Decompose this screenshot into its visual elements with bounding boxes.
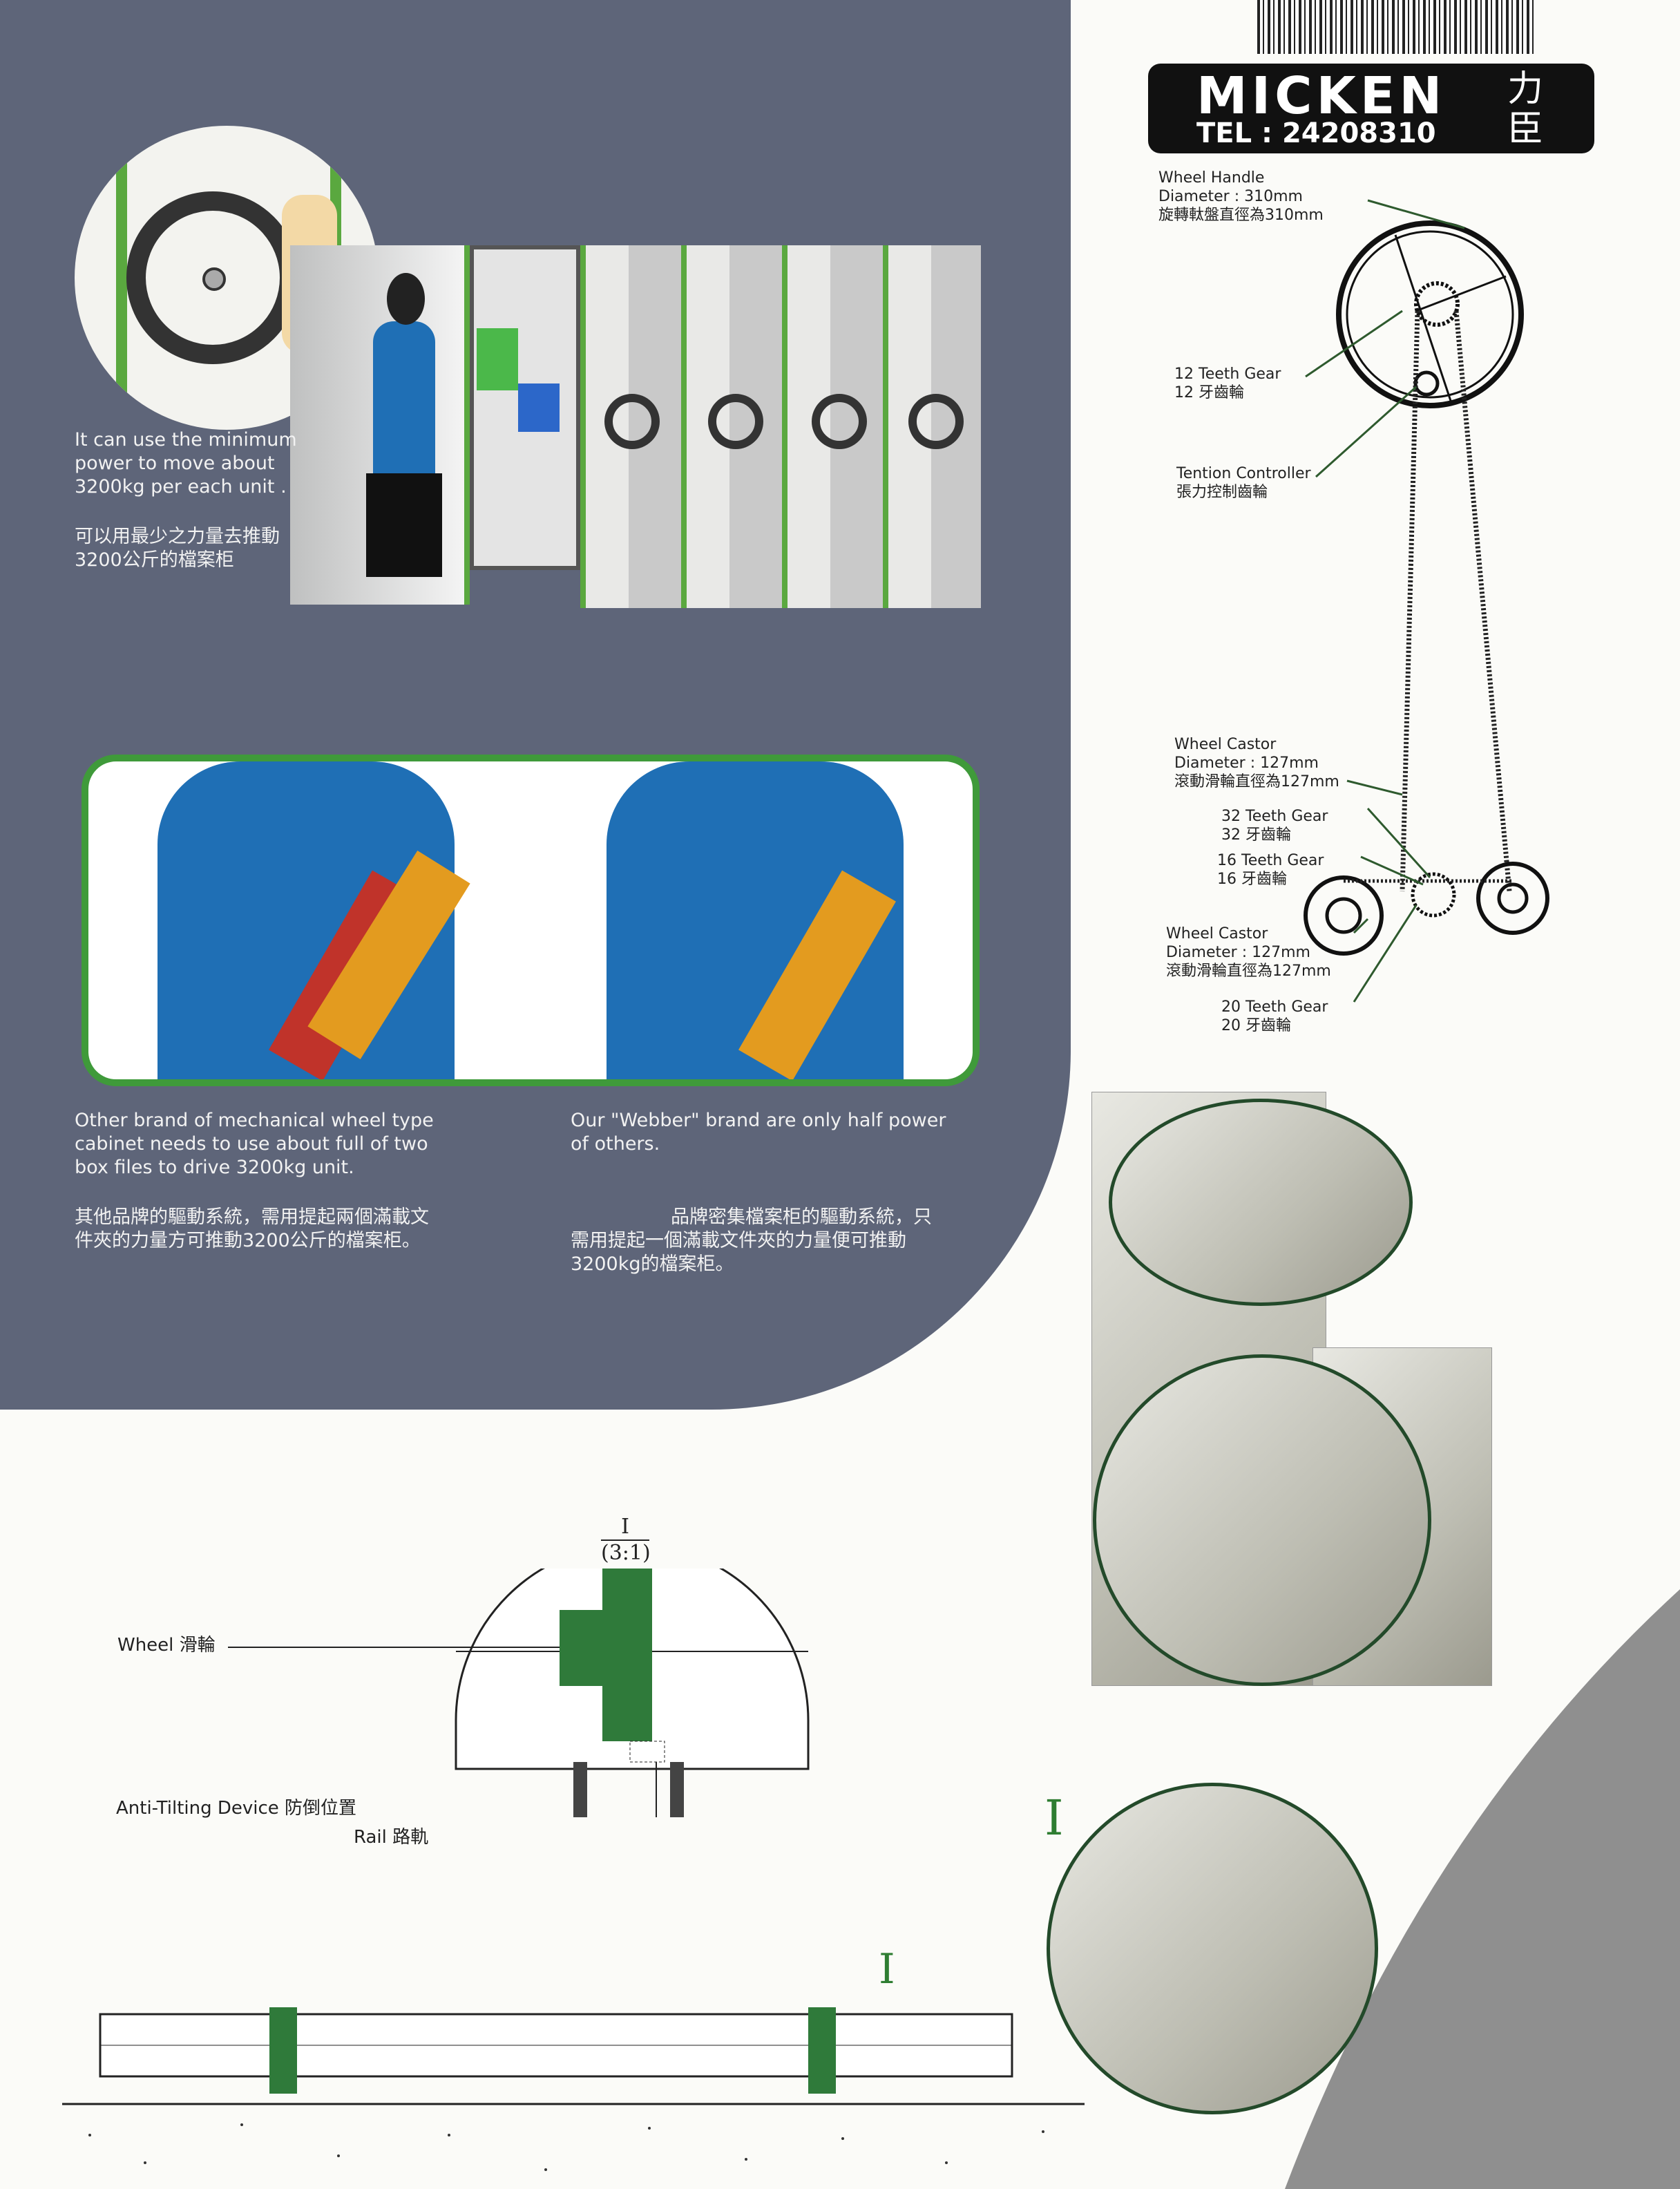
text-line: 16 牙齒輪 [1217,871,1287,888]
section-scale: (3:1) [601,1541,651,1565]
other-brand-text-zh: 其他品牌的驅動系統，需用提起兩個滿載文 件夾的力量方可推動3200公斤的檔案柜。 [75,1206,429,1253]
brand-chinese: 力臣 [1507,68,1544,150]
text-line: Wheel Handle [1158,169,1265,187]
text-line: Wheel Castor [1174,736,1277,753]
text-line: 12 Teeth Gear [1174,366,1281,383]
webber-text-en: Our "Webber" brand are only half power o… [571,1109,946,1156]
wheel-section-drawing [455,1569,810,1817]
text-line: of others. [571,1133,660,1155]
text-line: Other brand of mechanical wheel type [75,1110,434,1131]
woman-figure [373,321,435,494]
leader-line [228,1647,560,1648]
text-line: 32 Teeth Gear [1221,808,1328,825]
castor-closeup-circle [1093,1354,1431,1686]
cabinet-illustration [290,245,981,608]
section-mark: I (3:1) [601,1515,651,1566]
text-line: power to move about [75,453,275,474]
text-line: 20 牙齒輪 [1221,1017,1291,1034]
text-line: 需用提起一個滿載文件夾的力量便可推動 [571,1230,906,1251]
section-mark-letter: I [601,1515,649,1541]
text-line: 3200kg per each unit . [75,476,287,498]
text-line: Diameter : 310mm [1158,188,1303,205]
text-line: Wheel Castor [1166,925,1268,942]
text-line: 件夾的力量方可推動3200公斤的檔案柜。 [75,1230,421,1251]
label-wheel: Wheel 滑輪 [117,1635,216,1656]
label-16-teeth-gear: 16 Teeth Gear 16 牙齒輪 [1217,851,1324,889]
text-line: It can use the minimum [75,429,297,451]
detail-mark: I [1044,1790,1064,1846]
label-tension-controller: Tention Controller 張力控制齒輪 [1176,464,1311,502]
text-line: 32 牙齒輪 [1221,826,1291,844]
gray-curve-decoration [1285,1589,1680,2189]
brand-name: MICKEN [1196,66,1447,126]
comparison-illustration [82,755,980,1086]
text-line: 12 牙齒輪 [1174,384,1244,401]
text-line: 16 Teeth Gear [1217,852,1324,869]
label-rail: Rail 路軌 [354,1827,429,1848]
text-line: 旋轉軚盤直徑為310mm [1158,207,1324,224]
other-brand-text-en: Other brand of mechanical wheel type cab… [75,1109,434,1179]
brand-tel: TEL : 24208310 [1196,117,1436,149]
barcode [1257,0,1534,54]
text-line: 可以用最少之力量去推動 [75,526,280,547]
text-line: 品牌密集檔案柜的驅動系統，只 [671,1206,932,1228]
text-line: Diameter : 127mm [1166,944,1310,961]
text-line: 20 Teeth Gear [1221,998,1328,1016]
text-line: Our "Webber" brand are only half power [571,1110,946,1131]
text-line: box files to drive 3200kg unit. [75,1157,354,1178]
text-line: cabinet needs to use about full of two [75,1133,428,1155]
rail-detail-mark: I [879,1945,895,1993]
label-anti-tilting: Anti-Tilting Device 防倒位置 [116,1798,357,1819]
gear-closeup-circle [1109,1099,1413,1306]
intro-text-en: It can use the minimum power to move abo… [75,428,297,499]
anti-tilt-closeup-circle [1047,1783,1378,2114]
text-line: 滾動滑輪直徑為127mm [1174,773,1339,790]
rail-elevation-drawing [62,2007,1085,2189]
text-line: 3200kg的檔案柜。 [571,1253,734,1275]
text-line: Diameter : 127mm [1174,755,1319,772]
text-line: Tention Controller [1176,465,1311,482]
text-line: 滾動滑輪直徑為127mm [1166,963,1331,980]
text-line: 3200公斤的檔案柜 [75,549,234,571]
text-line: 張力控制齒輪 [1176,484,1268,501]
webber-text-zh: 品牌密集檔案柜的驅動系統，只 需用提起一個滿載文件夾的力量便可推動 3200kg… [571,1206,932,1276]
text-line: 其他品牌的驅動系統，需用提起兩個滿載文 [75,1206,429,1228]
chain-drive-diagram [1304,199,1549,1003]
intro-text-zh: 可以用最少之力量去推動 3200公斤的檔案柜 [75,525,280,572]
brand-badge: MICKEN TEL : 24208310 力臣 [1148,64,1594,153]
